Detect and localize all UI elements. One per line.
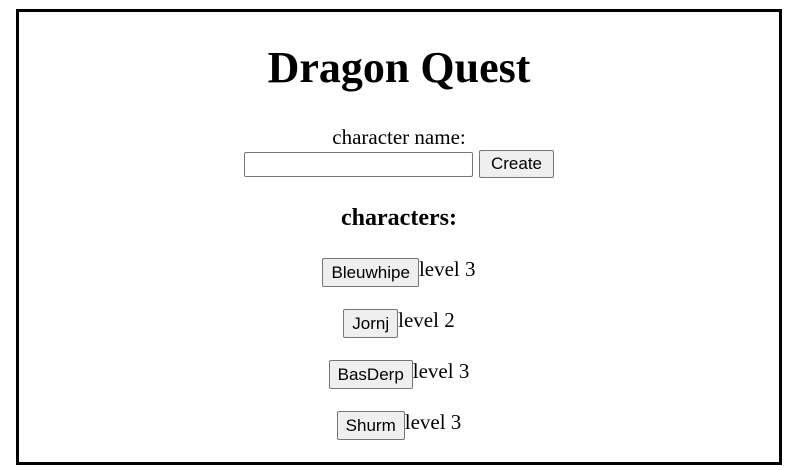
characters-heading: characters: [341,205,457,231]
character-button-bleuwhipe[interactable]: Bleuwhipe [322,258,419,287]
character-level: level 3 [412,359,470,383]
character-name-input[interactable] [244,151,473,177]
app-frame: Dragon Quest character name: Create char… [16,9,782,465]
character-level: level 2 [398,308,455,332]
character-level: level 3 [418,257,476,281]
character-button-jornj[interactable]: Jornj [343,309,399,338]
character-level: level 3 [404,410,462,434]
character-name-label: character name: [332,125,466,149]
page-title: Dragon Quest [267,43,531,92]
create-character-form: Create [19,150,779,178]
character-button-shurm[interactable]: Shurm [336,411,405,440]
create-button[interactable]: Create [479,150,554,178]
character-button-basderp[interactable]: BasDerp [328,360,413,389]
